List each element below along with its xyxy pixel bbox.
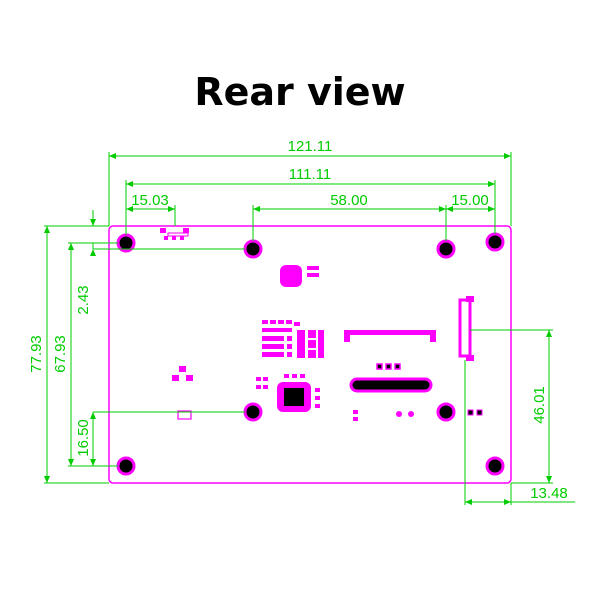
mounting-hole-top-right [485,232,505,252]
mounting-hole-bottom-left [116,456,136,476]
mounting-hole-bottom-right [485,456,505,476]
page-title: Rear view [194,70,406,114]
dim-connector-offset: 13.48 [530,485,568,502]
dimension-arrows [44,153,552,505]
dim-left-hole-offset: 15.03 [131,192,169,209]
ribbon-connector [346,330,436,335]
components [160,228,483,421]
dim-right-hole-offset: 15.00 [451,192,489,209]
mounting-holes [116,232,505,476]
board-outline [108,225,512,484]
dim-hole-span-height: 67.93 [52,335,69,373]
dim-connector-height: 46.01 [531,386,548,424]
dim-overall-width: 121.11 [288,138,333,155]
mounting-hole-top-right-inner [436,239,456,259]
chip-qfn-top [280,265,302,287]
dim-bottom-edge-offset: 16.50 [75,419,92,457]
dim-overall-height: 77.93 [28,335,45,373]
capsule-slot [349,377,433,393]
dimension-lines [44,152,575,505]
side-connector [458,298,472,358]
dim-top-edge-offset: 2.43 [75,285,92,314]
mounting-hole-middle-left [243,402,263,422]
mounting-hole-middle-right [436,402,456,422]
dim-hole-span-width: 111.11 [289,166,332,183]
mounting-hole-top-middle [243,239,263,259]
dim-middle-span: 58.00 [330,192,368,209]
